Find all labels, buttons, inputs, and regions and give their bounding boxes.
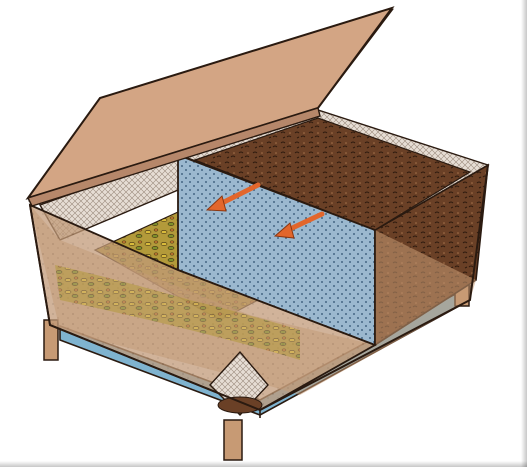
frame-shadow-bottom bbox=[0, 461, 527, 467]
leg-front-right bbox=[224, 420, 242, 460]
frame-shadow-right bbox=[521, 0, 527, 467]
vent-compost bbox=[218, 397, 262, 413]
